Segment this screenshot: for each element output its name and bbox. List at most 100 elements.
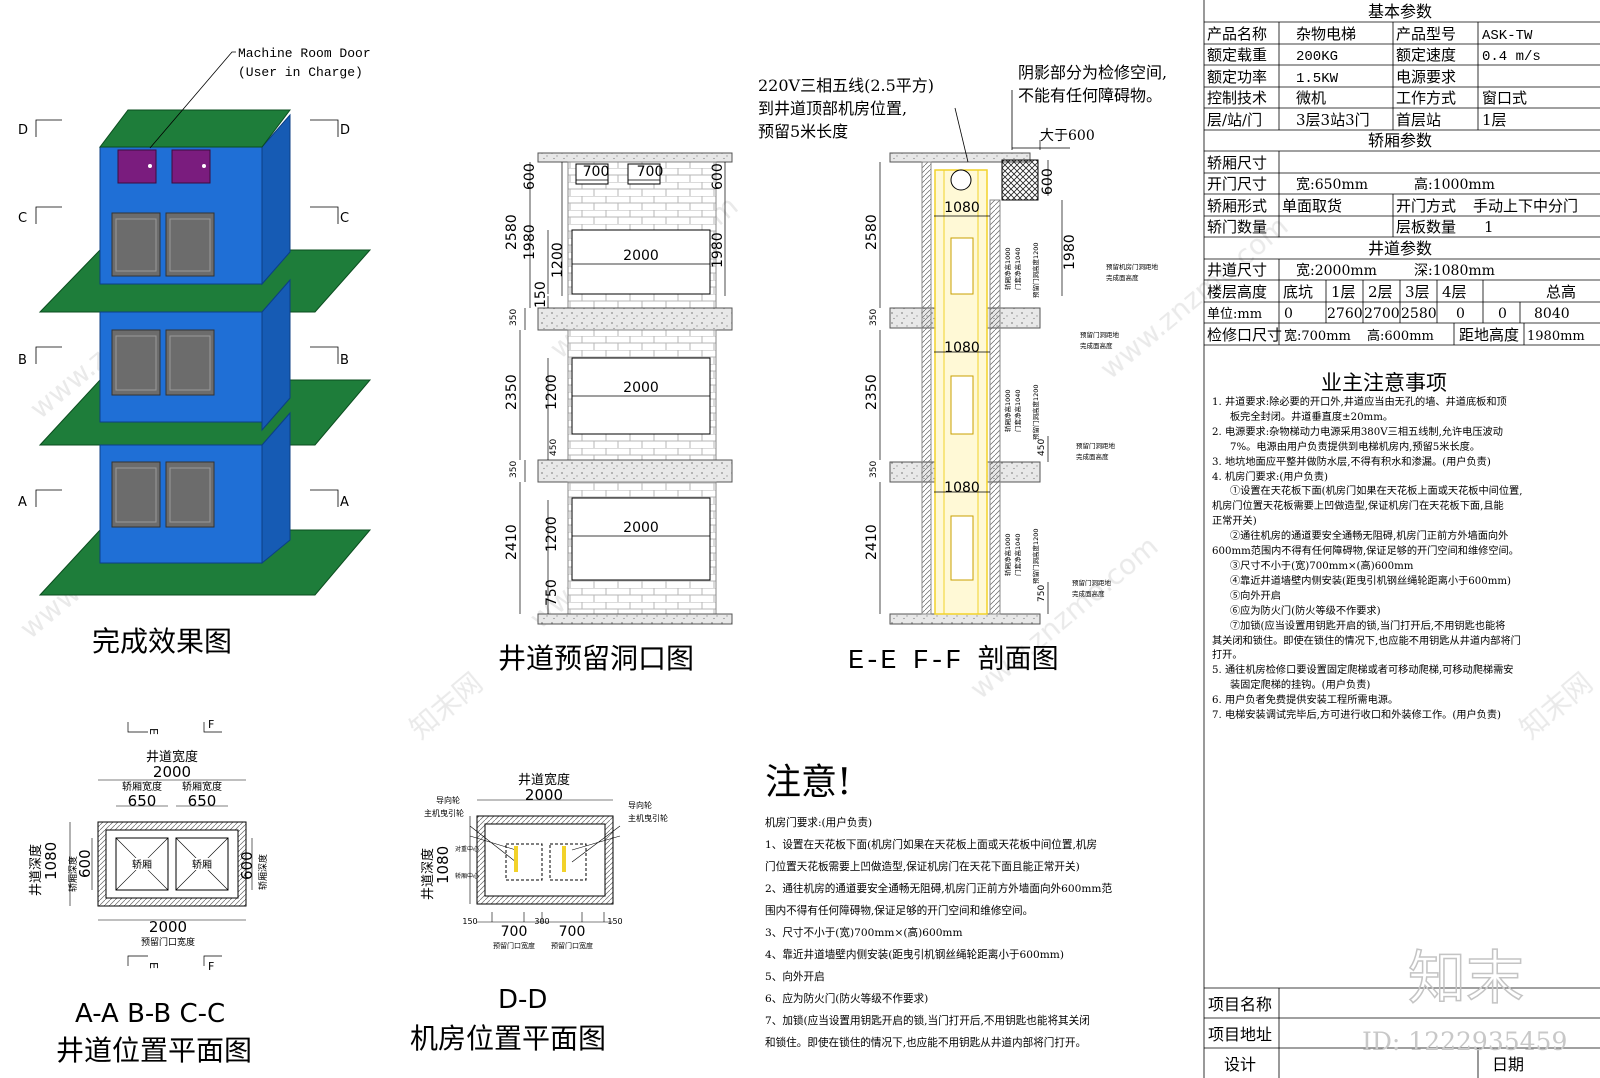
footer-design: 设计 [1224,1055,1256,1074]
cell: 轿门数量 [1207,218,1267,236]
title-plan-abc: A-A B-B C-C [75,999,225,1029]
cut-mark: F [208,960,214,973]
dim-label: 2000 [623,248,659,264]
car-label: 轿厢 [132,858,152,871]
cell: 0 [1284,306,1293,322]
cell: 层板数量 [1396,218,1456,236]
car-plan [549,843,587,881]
shaft-opening-elevation: 700 700 2000 2000 2000 600 600 2580 1980… [498,152,733,675]
elevator-door [165,461,215,528]
cell: 200KG [1296,49,1338,65]
traction-wheel-label: 主机曳引轮 [424,808,464,818]
depth-label: 1080 [944,480,980,496]
owner-note-line: 7%。电源由用户负责提供到电梯机房内,预留5米长度。 [1230,441,1481,453]
level-mark: D [18,123,28,138]
car-width: 650 [128,792,157,810]
title-plan-dd-2: 机房位置平面图 [410,1022,606,1055]
shaft-width: 2000 [525,786,563,804]
cell: ASK-TW [1482,28,1533,44]
elevator-door [165,329,215,396]
owner-note-line: ⑥应为防火门(防火等级不作要求) [1230,605,1381,617]
cell: 额定功率 [1207,68,1267,86]
owner-note-line: 1. 井道要求:除必要的开口外,井道应当由无孔的墙、井道底板和顶 [1212,397,1507,408]
watermark-logo: 知末 [1408,944,1524,1012]
tower-section-bottom [99,411,291,565]
counterweight-plan [505,843,543,881]
basic-params-title: 基本参数 [1368,2,1432,21]
cell: 0 [1498,306,1507,322]
level-mark: D [340,123,350,138]
owner-note-line: 机房门位置天花板需要上凹做造型,保证机房门在天花板下面,且能 [1212,501,1504,513]
car-width: 650 [188,792,217,810]
owner-note-line: 2. 电源要求:杂物梯动力电源采用380V三相五线制,允许电压波动 [1212,426,1503,438]
level-mark: B [340,353,349,368]
cell: 高:600mm [1367,328,1434,344]
watermark-id: ID: 1222935459 [1362,1027,1567,1056]
note-shade: 阴影部分为检修空间, [1018,63,1167,82]
small-note: 预留门洞距地 [1080,330,1120,339]
footer-project-name: 项目名称 [1208,995,1272,1014]
cell: 额定载重 [1207,46,1267,64]
cell: 距地高度 [1459,326,1519,344]
watermark-text: 知末网 [403,666,489,745]
small-note: 预留门洞距地 [1072,578,1112,587]
cell: 2580 [1401,306,1437,322]
title-plan-abc-2: 井道位置平面图 [56,1034,252,1067]
attention-line: 门位置天花板需要上凹做造型,保证机房门在天花下面且能正常开关) [765,861,1080,873]
attention-line: 和锁住。即使在锁住的情况下,也应能不用钥匙从井道内部将门打开。 [765,1037,1087,1049]
note-more-than: 大于600 [1040,128,1095,144]
cell: 高:1000mm [1414,176,1495,193]
car-depth: 600 [238,851,256,880]
owner-note-line: 3. 地坑地面应平整并做防水层,不得有积水和渗漏。(用户负责) [1212,456,1491,468]
owner-notes-title: 业主注意事项 [1321,371,1447,395]
cell: 微机 [1296,89,1326,107]
owner-note-line: 6. 用户负者免费提供安装工程所需电源。 [1212,695,1399,707]
dim-label: 1200 [544,516,560,552]
guide-wheel-label: 导向轮 [436,795,460,805]
attention-line: 7、加锁(应当设置用钥匙开启的锁,当门打开后,不用钥匙也能将其关闭 [765,1015,1090,1027]
car-tag: 轿厢净高1000 [1003,389,1012,432]
plan-abc: E F E F 轿厢 轿厢 井道宽度 2000 轿厢宽度 轿厢宽度 650 65… [28,718,269,1067]
attention-line: 2、通往机房的通道要安全通畅无阻碍,机房门正前方外墙面向外600mm范 [765,883,1113,895]
car-tag: 门套净高1040 [1013,533,1022,576]
cell: 井道尺寸 [1207,261,1267,279]
dim-label: 600 [710,163,726,190]
owner-note-line: ①设置在天花板下面(机房门如果在天花板上面或天花板中间位置, [1230,486,1523,498]
cell: 总高 [1546,283,1576,301]
dim-label: 2580 [864,214,880,250]
small-note: 预留机房门洞距地 [1106,262,1159,271]
dim-label: 1980 [710,232,726,268]
maintenance-space [1001,159,1039,201]
level-mark: A [18,495,27,510]
dim-label: 1980 [522,224,538,260]
shaft-params-title: 井道参数 [1368,239,1432,258]
elevator-door [111,329,161,396]
cell: 开门方式 [1396,197,1456,215]
door-width-label: 预留门口宽度 [141,936,195,948]
counter-center-label: 对重中心 [455,845,479,853]
dim-label: 350 [509,309,519,326]
view-3d-tower: Machine Room Door (User in Charge) D D C… [18,46,372,658]
cell: 单位:mm [1207,307,1262,322]
traction-wheel [950,169,972,191]
dim-label: 150 [462,917,477,926]
bottom-width: 2000 [149,918,187,936]
dim-label: 450 [1037,439,1047,456]
dim-label: 150 [607,917,622,926]
door-opening [571,497,711,581]
traction-wheel-label: 主机曳引轮 [628,813,668,823]
attention-notes: 机房门要求:(用户负责)1、设置在天花板下面(机房门如果在天花板上面或天花板中间… [765,812,1135,1054]
small-note: 完成面高度 [1106,273,1139,282]
cell: 1980mm [1527,329,1585,344]
title-shaft-opening: 井道预留洞口图 [498,642,694,675]
cell: 2760 [1327,306,1363,322]
title-section: E-E F-F 剖面图 [848,644,1059,677]
dim-label: 750 [544,579,560,606]
car-label: 轿厢 [192,858,212,871]
note-power: 到井道顶部机房位置, [758,99,907,118]
cell: 2700 [1364,306,1400,322]
car-center-label: 轿厢中心 [455,872,479,880]
owner-note-line: ⑤向外开启 [1230,590,1281,602]
note-shade: 不能有任何障碍物。 [1018,86,1162,105]
